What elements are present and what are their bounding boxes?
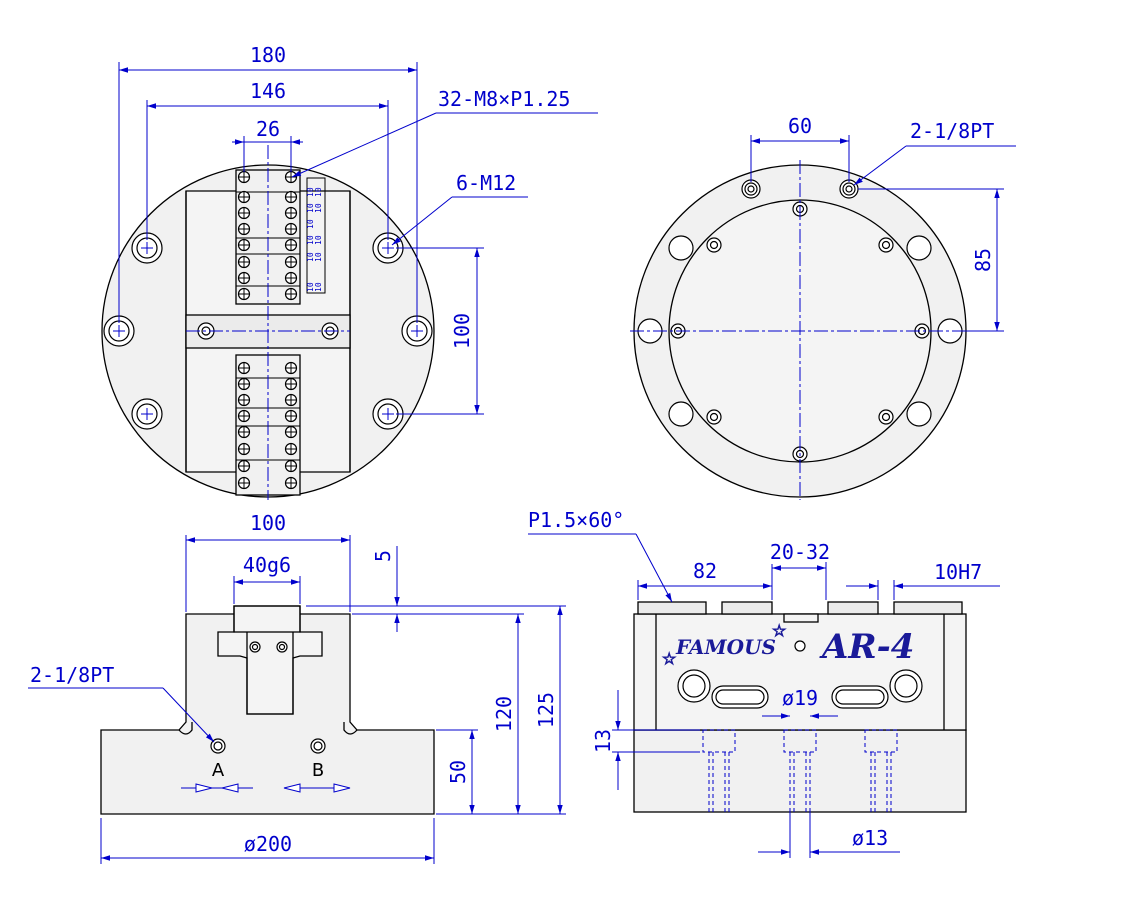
pitch-label: 10 bbox=[306, 187, 315, 197]
pitch-label: 10 bbox=[306, 252, 315, 262]
star-icon: ☆ bbox=[662, 649, 676, 668]
top-right-view: 60 2-1/8PT 85 bbox=[630, 114, 1016, 500]
tapped-hole-cross bbox=[238, 191, 250, 203]
tapped-hole-cross bbox=[285, 171, 297, 183]
pitch-label: 10 bbox=[314, 187, 323, 197]
dim-50: 50 bbox=[446, 760, 470, 784]
tapped-hole-cross bbox=[285, 288, 297, 300]
hidden-bolts bbox=[702, 729, 898, 812]
tapped-hole-cross bbox=[238, 443, 250, 455]
tapped-hole-cross bbox=[285, 256, 297, 268]
bolt-circle-holes bbox=[670, 201, 930, 462]
tapped-hole-cross bbox=[238, 362, 250, 374]
tapped-hole-cross bbox=[285, 378, 297, 390]
bottom-right-view: FAMOUS AR-4 ☆ ☆ 82 20-32 10H7 P1.5×60° bbox=[528, 508, 1000, 858]
port-b-label: B bbox=[312, 760, 324, 781]
tapped-hole-cross bbox=[238, 207, 250, 219]
port-a-label: A bbox=[212, 760, 225, 781]
dim-10h7: 10H7 bbox=[934, 560, 982, 584]
tapped-hole-cross bbox=[285, 239, 297, 251]
dim-dia-13: ø13 bbox=[852, 826, 888, 850]
dim-5: 5 bbox=[371, 550, 395, 562]
dim-100-horizontal: 100 bbox=[250, 511, 286, 535]
mount-holes-note: 6-M12 bbox=[456, 171, 516, 195]
top-left-view: 10 10 10 10 10 10 10 10 10 10 10 bbox=[101, 43, 598, 500]
flange-holes bbox=[637, 235, 963, 427]
tapped-hole-cross bbox=[238, 288, 250, 300]
dim-180: 180 bbox=[250, 43, 286, 67]
dim-85: 85 bbox=[971, 248, 995, 272]
ports bbox=[741, 179, 859, 199]
tapped-hole-cross bbox=[238, 239, 250, 251]
pitch-label: 10 bbox=[306, 282, 315, 292]
model-label: AR-4 bbox=[819, 627, 914, 667]
tapped-hole-cross bbox=[238, 410, 250, 422]
pitch-label: 10 bbox=[314, 235, 323, 245]
tapped-hole-cross bbox=[285, 477, 297, 489]
tapped-hole-cross bbox=[238, 394, 250, 406]
tapped-hole-cross bbox=[238, 256, 250, 268]
tapped-hole-cross bbox=[238, 426, 250, 438]
tapped-holes bbox=[237, 170, 298, 490]
bottom-left-view: A B 100 40g6 5 120 125 bbox=[28, 511, 566, 864]
dim-100-vertical: 100 bbox=[450, 313, 474, 349]
dim-82: 82 bbox=[693, 559, 717, 583]
brand-label: FAMOUS bbox=[675, 635, 776, 659]
tapped-hole-cross bbox=[238, 477, 250, 489]
pitch-label: 10 bbox=[314, 203, 323, 213]
port-note-top: 2-1/8PT bbox=[910, 119, 994, 143]
dim-26: 26 bbox=[256, 117, 280, 141]
pitch-label: 10 bbox=[306, 219, 315, 229]
dim-146: 146 bbox=[250, 79, 286, 103]
tapped-hole-cross bbox=[285, 223, 297, 235]
tapped-hole-cross bbox=[285, 272, 297, 284]
dim-20-32: 20-32 bbox=[770, 540, 830, 564]
pitch-label: 10 bbox=[314, 252, 323, 262]
tapped-hole-cross bbox=[285, 460, 297, 472]
tapped-hole-cross bbox=[238, 378, 250, 390]
tapped-hole-cross bbox=[285, 191, 297, 203]
dim-13: 13 bbox=[591, 729, 615, 753]
tapped-hole-cross bbox=[238, 460, 250, 472]
dim-60: 60 bbox=[788, 114, 812, 138]
pitch-label: 10 bbox=[314, 282, 323, 292]
dim-120: 120 bbox=[492, 696, 516, 732]
tapped-hole-cross bbox=[238, 171, 250, 183]
dim-dia-19: ø19 bbox=[782, 686, 818, 710]
tapped-hole-cross bbox=[285, 426, 297, 438]
pitch-label: 10 bbox=[306, 203, 315, 213]
dim-125: 125 bbox=[534, 692, 558, 728]
tapped-holes-note: 32-M8×P1.25 bbox=[438, 87, 570, 111]
tapped-hole-cross bbox=[285, 362, 297, 374]
tapped-hole-cross bbox=[238, 272, 250, 284]
tapped-hole-cross bbox=[285, 394, 297, 406]
star-icon: ☆ bbox=[772, 621, 786, 640]
thread-note: P1.5×60° bbox=[528, 508, 624, 532]
pitch-label: 10 bbox=[306, 235, 315, 245]
tapped-hole-cross bbox=[285, 443, 297, 455]
port-note-side: 2-1/8PT bbox=[30, 663, 114, 687]
dim-dia-200: ø200 bbox=[244, 832, 292, 856]
pitch-labels: 10 10 10 10 10 10 10 10 10 10 10 bbox=[306, 187, 323, 292]
tapped-hole-cross bbox=[285, 410, 297, 422]
base-plate bbox=[633, 729, 967, 813]
dim-40g6: 40g6 bbox=[243, 553, 291, 577]
tapped-hole-cross bbox=[238, 223, 250, 235]
flow-arrows bbox=[181, 783, 351, 793]
upper-body bbox=[633, 613, 967, 731]
tapped-hole-cross bbox=[285, 207, 297, 219]
